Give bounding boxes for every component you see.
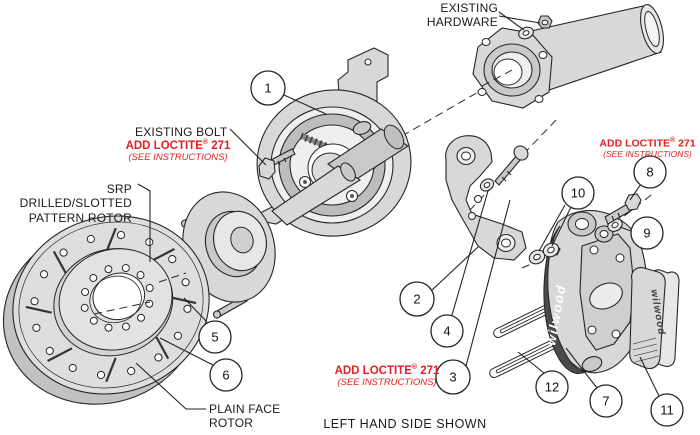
bracket-washer — [479, 178, 495, 192]
svg-text:12: 12 — [545, 380, 559, 395]
bracket-bolt — [494, 145, 529, 186]
label-existing-bolt: EXISTING BOLT — [135, 125, 228, 139]
callout-3: 3 — [435, 359, 471, 395]
callouts: 1 2 3 4 5 6 7 8 9 10 11 12 — [198, 70, 684, 427]
srp-rotor — [2, 215, 210, 405]
loctite-title: ADD LOCTITE® 271 — [599, 137, 696, 150]
label-plain-face-rotor: PLAIN FACE ROTOR — [209, 402, 281, 431]
rotor-drilled-holes — [30, 230, 192, 380]
brake-pads: wilwood — [629, 267, 680, 370]
callout-2: 2 — [399, 281, 435, 317]
svg-text:11: 11 — [660, 403, 674, 418]
callout-6: 6 — [209, 358, 243, 392]
callout-5: 5 — [198, 320, 232, 354]
callout-10: 10 — [561, 176, 595, 210]
caliper-bolt — [604, 193, 642, 225]
loctite-subtitle: (SEE INSTRUCTIONS) — [603, 148, 692, 159]
leader-lines — [135, 11, 660, 410]
label-existing-hardware: EXISTING HARDWARE — [426, 1, 498, 30]
callout-4: 4 — [430, 314, 464, 348]
svg-text:10: 10 — [571, 186, 585, 201]
rotor-bolt-holes — [80, 264, 154, 332]
callout-7: 7 — [589, 384, 623, 418]
mount-washers — [528, 242, 560, 265]
svg-text:4: 4 — [443, 324, 450, 339]
axle-shaft-assembly — [161, 124, 410, 319]
loctite-note-existing-bolt: ADD LOCTITE® 271 (SEE INSTRUCTIONS) — [116, 139, 240, 164]
label-left-hand-side-shown: LEFT HAND SIDE SHOWN — [323, 417, 487, 431]
svg-text:5: 5 — [211, 330, 218, 345]
existing-hardware-parts — [518, 15, 553, 40]
loctite-note-bracket-bolt: ADD LOCTITE® 271 (SEE INSTRUCTIONS) — [332, 364, 442, 389]
label-srp-rotor: SRP DRILLED/SLOTTED PATTERN ROTOR — [19, 182, 132, 225]
loctite-note-caliper-bolt: ADD LOCTITE® 271 (SEE INSTRUCTIONS) — [597, 137, 698, 159]
svg-text:9: 9 — [643, 226, 650, 241]
callout-9: 9 — [630, 216, 664, 250]
pad-friction-hatch — [632, 337, 660, 363]
registered-mark: ® — [202, 139, 209, 146]
svg-text:2: 2 — [413, 292, 420, 307]
callout-8: 8 — [633, 155, 667, 189]
callout-11: 11 — [650, 393, 684, 427]
loctite-subtitle: (SEE INSTRUCTIONS) — [128, 152, 228, 164]
loctite-title: ADD LOCTITE® 271 — [334, 364, 440, 377]
existing-bolt — [258, 148, 296, 180]
svg-text:8: 8 — [646, 165, 653, 180]
rotor-slots — [25, 227, 197, 383]
svg-text:7: 7 — [602, 394, 609, 409]
brake-caliper: wilwood — [543, 209, 648, 375]
callout-12: 12 — [535, 370, 569, 404]
callout-1: 1 — [250, 70, 286, 106]
axis-overlay-dashes — [93, 67, 517, 315]
registered-mark: ® — [411, 364, 418, 371]
caliper-bracket — [445, 135, 527, 261]
svg-text:6: 6 — [222, 368, 229, 383]
svg-text:3: 3 — [449, 370, 456, 385]
caliper-bridge-window — [589, 282, 623, 310]
loctite-subtitle: (SEE INSTRUCTIONS) — [337, 377, 437, 389]
axle-housing — [472, 4, 664, 109]
svg-text:1: 1 — [264, 81, 271, 96]
registered-mark: ® — [669, 137, 676, 144]
loctite-title: ADD LOCTITE® 271 — [125, 139, 231, 152]
